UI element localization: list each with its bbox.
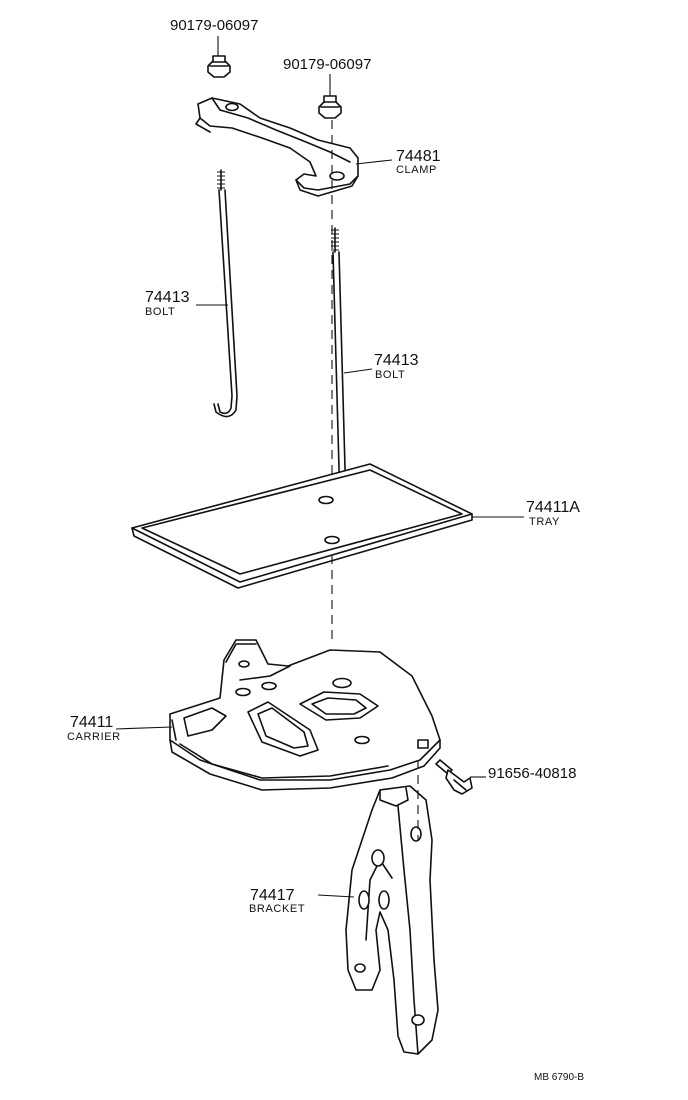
bolt-left bbox=[213, 169, 238, 418]
nut-right-number: 90179-06097 bbox=[283, 56, 371, 73]
bolt-left-name: BOLT bbox=[145, 306, 175, 318]
tray-number: 74411A bbox=[526, 499, 580, 516]
tray bbox=[131, 463, 473, 589]
nut-left-number: 90179-06097 bbox=[170, 17, 258, 34]
carrier-name: CARRIER bbox=[67, 731, 121, 743]
nut-right bbox=[318, 95, 342, 119]
leader-lines bbox=[115, 36, 524, 898]
bracket bbox=[345, 785, 439, 1055]
carrier-bolt-number: 91656-40818 bbox=[488, 765, 576, 782]
clamp bbox=[195, 97, 359, 197]
clamp-number: 74481 bbox=[396, 148, 441, 165]
carrier-number: 74411 bbox=[70, 714, 113, 731]
bolt-left-number: 74413 bbox=[145, 289, 190, 306]
bracket-name: BRACKET bbox=[249, 903, 305, 915]
tray-name: TRAY bbox=[529, 516, 560, 528]
drawing-reference: MB 6790-B bbox=[534, 1072, 584, 1083]
bolt-right-name: BOLT bbox=[375, 369, 405, 381]
carrier-bolt bbox=[435, 759, 473, 795]
clamp-name: CLAMP bbox=[396, 164, 437, 176]
bolt-right-number: 74413 bbox=[374, 352, 419, 369]
carrier bbox=[169, 639, 441, 791]
bracket-number: 74417 bbox=[250, 887, 295, 904]
nut-left bbox=[207, 55, 231, 78]
